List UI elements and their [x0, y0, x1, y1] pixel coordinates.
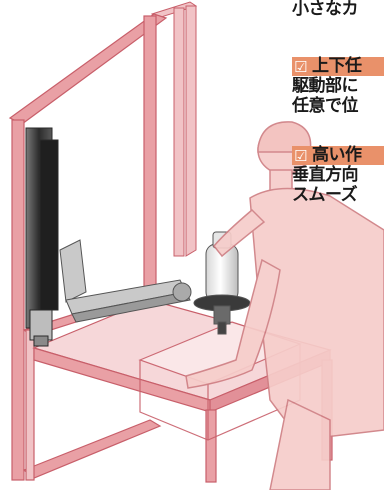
caption-top-line: 小さなカ — [292, 0, 359, 19]
check-icon: ☑ — [294, 58, 307, 76]
heading-2-highlight — [292, 146, 384, 165]
heading-1-highlight — [292, 57, 384, 76]
frame-back — [150, 1, 198, 257]
actuator-column — [25, 127, 59, 347]
check-icon: ☑ — [294, 147, 307, 165]
body-2-line-a: 垂直方向 — [292, 165, 359, 185]
heading-1: 上下任 — [312, 56, 362, 76]
balancer-arm — [59, 239, 192, 323]
body-1-line-a: 駆動部に — [292, 76, 359, 96]
heading-2: 高い作 — [312, 145, 362, 165]
body-1-line-b: 任意で位 — [292, 96, 359, 116]
body-2-line-b: スムーズ — [292, 185, 358, 205]
